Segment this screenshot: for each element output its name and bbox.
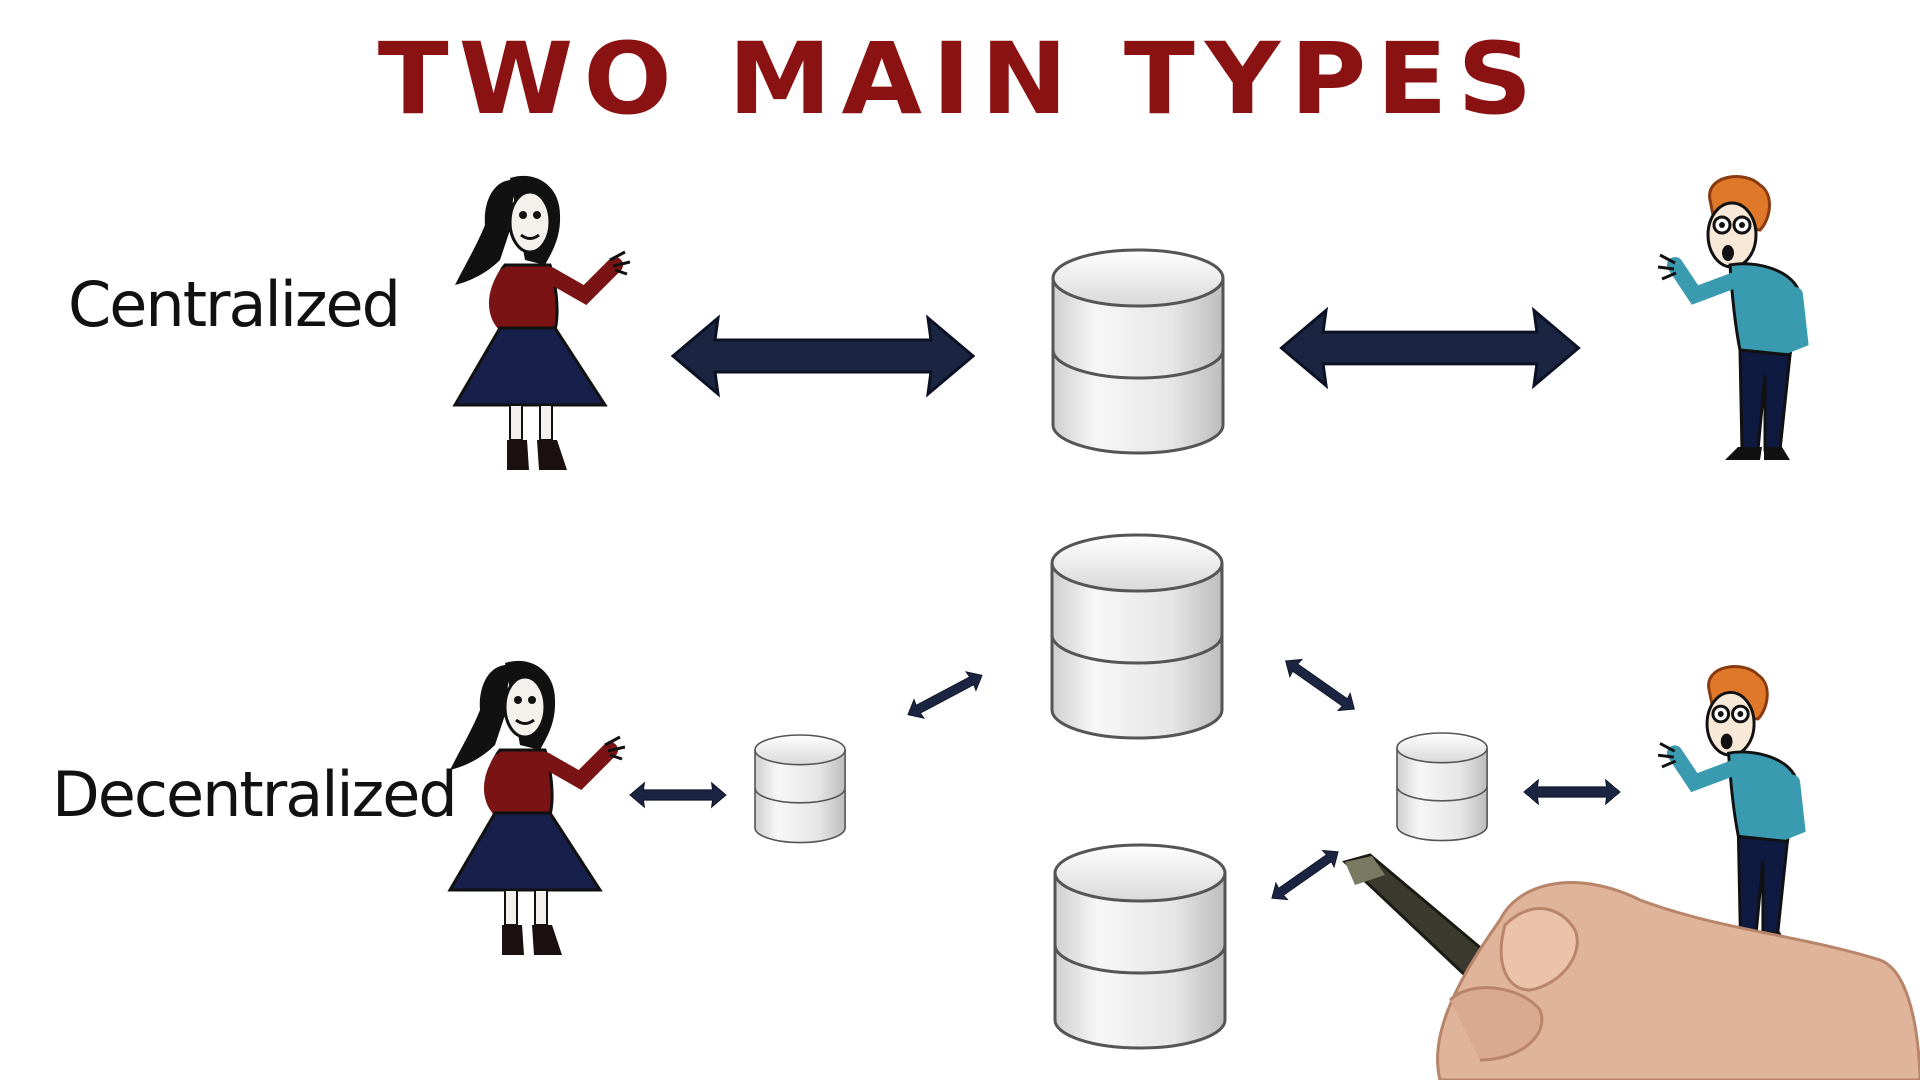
decentralized-label: Decentralized [52,758,458,831]
centralized-label: Centralized [68,268,401,341]
double-arrow-icon [671,316,975,396]
man-figure-decentralized [1658,667,1797,945]
double-arrow-icon [1265,842,1345,908]
database-icon-small-left [754,734,846,844]
double-arrow-icon [902,665,988,725]
database-icon-bottom [1053,843,1227,1050]
woman-figure-centralized [455,176,630,470]
man-figure-centralized [1658,177,1800,460]
database-icon-small-right [1396,732,1488,842]
page-title: TWO MAIN TYPES [377,21,1543,137]
database-icon-top [1050,533,1224,740]
double-arrow-icon [1280,308,1580,388]
woman-figure-decentralized [450,661,625,955]
database-icon-central [1051,248,1225,455]
double-arrow-icon [1279,651,1361,719]
double-arrow-icon [1523,779,1621,805]
double-arrow-icon [629,782,727,808]
hand-with-marker [1342,853,1920,1080]
